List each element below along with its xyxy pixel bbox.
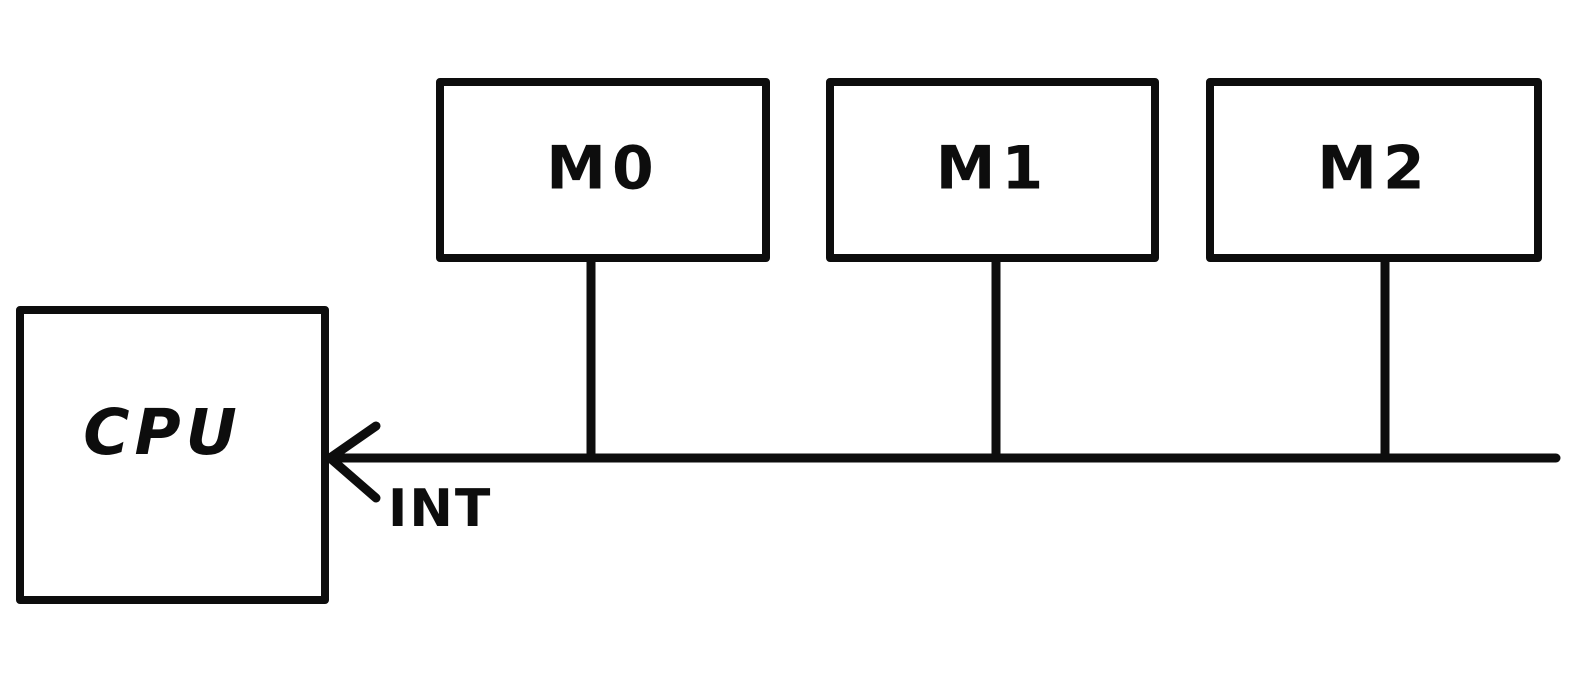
module-block-m1[interactable] [826, 78, 1159, 262]
interrupt-signal-label: INT [388, 479, 492, 539]
module-block-label-m1: M1 [936, 134, 1049, 204]
module-block-m2[interactable] [1206, 78, 1542, 262]
module-block-m0[interactable] [436, 78, 770, 262]
cpu-block-label: CPU [83, 396, 242, 469]
module-block-label-m0: M0 [546, 134, 659, 204]
cpu-block[interactable] [16, 306, 329, 604]
interrupt-arrowhead-upper-barb [325, 421, 381, 463]
interrupt-arrowhead-lower-barb [325, 453, 381, 503]
module-block-label-m2: M2 [1317, 134, 1430, 204]
